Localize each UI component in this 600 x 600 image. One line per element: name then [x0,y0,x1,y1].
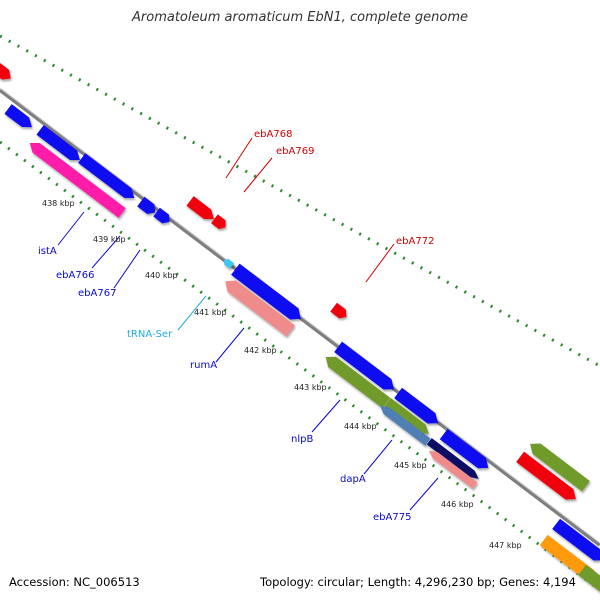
gene-ebA769[interactable] [211,214,229,231]
leader-rumA [215,327,245,363]
accession-text: Accession: NC_006513 [9,575,140,589]
gene-label-ebA772[interactable]: ebA772 [396,236,434,247]
leader-istA [57,211,85,246]
gene-label-ebA767[interactable]: ebA767 [78,288,116,299]
gene-olive-b[interactable] [383,397,432,438]
gene-label-tRNA-Ser[interactable]: tRNA-Ser [127,329,173,340]
genome-stats-text: Topology: circular; Length: 4,296,230 bp… [260,575,576,589]
gene-arrow-blue-c[interactable] [78,153,138,202]
gene-arrow-blue-e[interactable] [153,207,172,226]
gene-arrow-blue-b[interactable] [36,125,83,165]
gene-rumA[interactable] [221,276,295,337]
gene-olive-a[interactable] [322,352,391,409]
gene-orange[interactable] [539,534,600,585]
gene-ebA768[interactable] [186,196,217,224]
kbp-tick-447: 447 kbp [489,541,522,550]
gene-arrow-blue-g[interactable] [394,387,442,429]
gene-arrow-blue-i[interactable] [552,518,600,566]
kbp-tick-444: 444 kbp [344,422,377,431]
genome-backbone-highlight [0,87,600,544]
leader-ebA769 [243,157,273,193]
kbp-tick-445: 445 kbp [394,461,427,470]
gene-label-nlpB[interactable]: nlpB [291,434,313,445]
leader-ebA768 [225,137,253,179]
leader-dapA [363,439,393,475]
gene-label-ebA768[interactable]: ebA768 [254,129,292,140]
gene-red-right[interactable] [516,451,580,505]
gene-arrow-blue-d[interactable] [137,196,159,217]
leader-ebA775 [409,477,439,511]
map-title: Aromatoleum aromaticum EbN1, complete ge… [132,10,468,25]
gene-olive-d[interactable] [578,564,600,600]
kbp-tick-441: 441 kbp [194,308,227,317]
gene-label-ebA775[interactable]: ebA775 [373,512,411,523]
gene-label-ebA766[interactable]: ebA766 [56,270,94,281]
outer-tick-track [0,34,600,368]
gene-rumA-blue[interactable] [231,263,305,325]
gene-label-dapA[interactable]: dapA [340,474,366,485]
gene-ebA775-navy[interactable] [426,438,481,482]
gene-label-ebA769[interactable]: ebA769 [276,146,314,157]
gene-label-istA[interactable]: istA [38,246,57,257]
gene-label-rumA[interactable]: rumA [190,360,217,371]
gene-arrow-blue-h[interactable] [439,428,492,473]
gene-olive-c[interactable] [526,439,590,492]
kbp-tick-440: 440 kbp [145,271,178,280]
kbp-tick-442: 442 kbp [244,346,277,355]
gene-arrow-blue-f[interactable] [334,341,398,395]
leader-ebA767 [113,249,141,289]
leader-ebA772 [365,243,395,283]
gene-dapA[interactable] [377,402,431,446]
gene-tRNA-Ser[interactable] [222,257,235,269]
leader-nlpB [311,399,341,433]
kbp-tick-443: 443 kbp [294,383,327,392]
kbp-tick-439: 439 kbp [93,235,126,244]
kbp-tick-438: 438 kbp [42,199,75,208]
leader-tRNA-Ser [177,295,207,331]
gene-arrow-blue-a[interactable] [4,104,35,132]
gene-istA[interactable] [26,138,126,218]
gene-ebA775[interactable] [426,447,478,489]
kbp-tick-446: 446 kbp [441,500,474,509]
leader-ebA766 [91,235,121,269]
gene-ebA772[interactable] [330,302,349,321]
inner-tick-track [0,140,600,592]
gene-arrow-red-edge[interactable] [0,60,14,84]
